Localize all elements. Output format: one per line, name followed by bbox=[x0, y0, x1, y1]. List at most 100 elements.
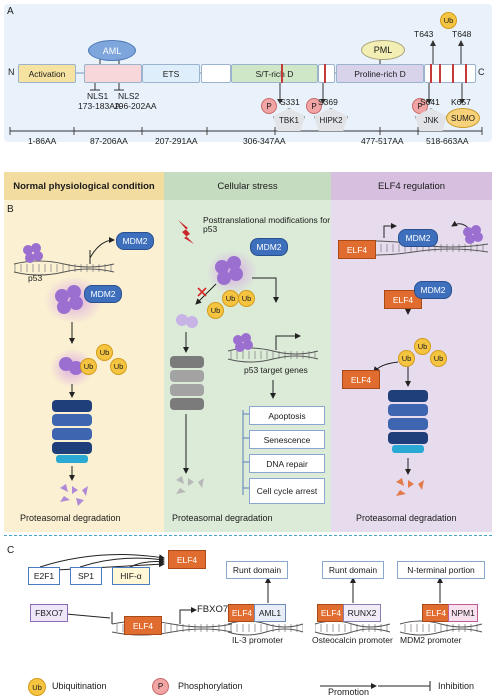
nls2-range: 196-202AA bbox=[114, 101, 157, 111]
nls-region bbox=[84, 64, 142, 83]
site-mark-k657 bbox=[465, 64, 467, 83]
ets-domain: ETS bbox=[142, 64, 200, 83]
elf4-complex-2: ELF4 bbox=[317, 604, 345, 622]
site-mark-t648 bbox=[452, 64, 454, 83]
p53-label: p53 bbox=[28, 273, 43, 283]
ubiquitin-icon: Ub bbox=[398, 350, 415, 367]
proteasome-stress bbox=[170, 356, 204, 410]
blocked-cross-icon bbox=[197, 287, 207, 297]
p53-tetramer-mid bbox=[55, 285, 83, 314]
p53-ubiquitinated bbox=[59, 357, 83, 375]
elf4-ubiquitinated: ELF4 bbox=[342, 370, 380, 389]
n-terminus-label: N bbox=[8, 67, 15, 77]
outcome-cell-cycle-arrest: Cell cycle arrest bbox=[249, 478, 325, 504]
peptide-fragments-stress bbox=[176, 476, 204, 494]
elf4-degradation-label: Proteasomal degradation bbox=[356, 513, 457, 523]
proteasome-normal bbox=[52, 400, 92, 463]
proline-rich-domain: Proline-rich D bbox=[336, 64, 424, 83]
phospho-icon-s641: P bbox=[412, 98, 428, 114]
pml-oval: PML bbox=[361, 40, 405, 60]
tf-sp1: SP1 bbox=[70, 567, 102, 585]
normal-header: Normal physiological condition bbox=[4, 172, 164, 200]
site-mark-t643 bbox=[439, 64, 441, 83]
p53-tetramer-stress bbox=[215, 256, 243, 285]
fbxo7-protein: FBXO7 bbox=[30, 604, 68, 622]
mdm2-elf4-complex: MDM2 bbox=[414, 281, 452, 299]
section-divider bbox=[4, 535, 492, 536]
ubiquitin-icon: Ub bbox=[414, 338, 431, 355]
legend-phosphorylation: Phosphorylation bbox=[178, 681, 243, 691]
c-terminus-label: C bbox=[478, 67, 485, 77]
panel-letter-c: C bbox=[7, 545, 15, 556]
p53-faded bbox=[176, 314, 198, 328]
p53-tetramer-top bbox=[23, 243, 43, 263]
aml1-partner: AML1 bbox=[254, 604, 286, 622]
aml-oval: AML bbox=[88, 40, 136, 61]
range-2: 87-206AA bbox=[90, 136, 128, 146]
linker-1 bbox=[201, 64, 231, 83]
mdm2-normal-bound: MDM2 bbox=[84, 285, 122, 303]
ubiquitin-icon: Ub bbox=[238, 290, 255, 307]
panel-letter-a: A bbox=[7, 6, 14, 17]
panel-letter-b: B bbox=[7, 204, 14, 215]
outcome-senescence: Senescence bbox=[249, 430, 325, 449]
fbxo7-gene-label: FBXO7 bbox=[197, 604, 229, 615]
site-mark-s331 bbox=[281, 64, 283, 83]
stress-degradation-label: Proteasomal degradation bbox=[172, 513, 273, 523]
ptm-label: Posttranslational modifications for p53 bbox=[203, 215, 331, 235]
stress-lightning-icon bbox=[178, 220, 194, 244]
range-1: 1-86AA bbox=[28, 136, 57, 146]
linker-2 bbox=[318, 64, 335, 83]
runx2-partner: RUNX2 bbox=[343, 604, 381, 622]
stress-header: Cellular stress bbox=[164, 172, 331, 200]
elf4-complex-1: ELF4 bbox=[228, 604, 256, 622]
peptide-fragments-elf4 bbox=[396, 478, 424, 496]
runt-domain-1: Runt domain bbox=[226, 561, 288, 579]
ubiquitin-icon: Ub bbox=[96, 344, 113, 361]
il3-promoter-label: IL-3 promoter bbox=[232, 635, 284, 645]
elf4-header: ELF4 regulation bbox=[331, 172, 492, 200]
outcome-apoptosis: Apoptosis bbox=[249, 406, 325, 425]
sumo-oval: SUMO bbox=[446, 108, 480, 128]
st-rich-domain: S/T-rich D bbox=[231, 64, 318, 83]
range-5: 477-517AA bbox=[361, 136, 404, 146]
site-mark-s369 bbox=[324, 64, 326, 83]
mdm2-stress: MDM2 bbox=[250, 238, 288, 256]
normal-degradation-label: Proteasomal degradation bbox=[20, 513, 121, 523]
ubiquitin-icon: Ub bbox=[430, 350, 447, 367]
site-s369-label: S369 bbox=[318, 97, 338, 107]
range-4: 306-347AA bbox=[243, 136, 286, 146]
elf4-on-dna: ELF4 bbox=[338, 240, 376, 259]
mdm2-promoter-label: MDM2 promoter bbox=[400, 635, 462, 645]
osteocalcin-promoter-label: Osteocalcin promoter bbox=[312, 635, 393, 645]
proteasome-elf4 bbox=[388, 390, 428, 453]
nls1-label: NLS1 bbox=[87, 91, 109, 101]
site-mark-s641 bbox=[430, 64, 432, 83]
site-s331-label: S331 bbox=[280, 97, 300, 107]
phospho-icon-s369: P bbox=[306, 98, 322, 114]
runt-domain-2: Runt domain bbox=[322, 561, 384, 579]
legend-phospho-icon: P bbox=[152, 678, 169, 695]
ubiquitin-icon: Ub bbox=[222, 290, 239, 307]
peptide-fragments-normal bbox=[60, 484, 88, 506]
ubiquitin-icon: Ub bbox=[110, 358, 127, 375]
activation-domain: Activation bbox=[18, 64, 76, 83]
legend-ubiquitin-icon: Ub bbox=[28, 678, 46, 696]
elf4-on-fbxo7-promoter: ELF4 bbox=[124, 616, 162, 635]
range-6: 518-663AA bbox=[426, 136, 469, 146]
elf4-target-c: ELF4 bbox=[168, 550, 206, 569]
outcome-dna-repair: DNA repair bbox=[249, 454, 325, 473]
target-genes-label: p53 target genes bbox=[244, 365, 308, 375]
legend-promotion: Promotion bbox=[328, 687, 370, 697]
site-s641-label: S641 bbox=[420, 97, 440, 107]
elf4-complex: ELF4 bbox=[384, 290, 422, 309]
tf-e2f1: E2F1 bbox=[28, 567, 60, 585]
phospho-icon-s331: P bbox=[261, 98, 277, 114]
ubiquitin-icon: Ub bbox=[80, 358, 97, 375]
tf-hif-alpha: HIF-α bbox=[112, 567, 150, 585]
legend-inhibition: Inhibition bbox=[438, 681, 475, 691]
site-t643-label: T643 bbox=[414, 29, 434, 39]
mdm2-normal-target: MDM2 bbox=[116, 232, 154, 250]
elf4-complex-3: ELF4 bbox=[422, 604, 450, 622]
ubiquitin-icon-top: Ub bbox=[440, 12, 457, 29]
